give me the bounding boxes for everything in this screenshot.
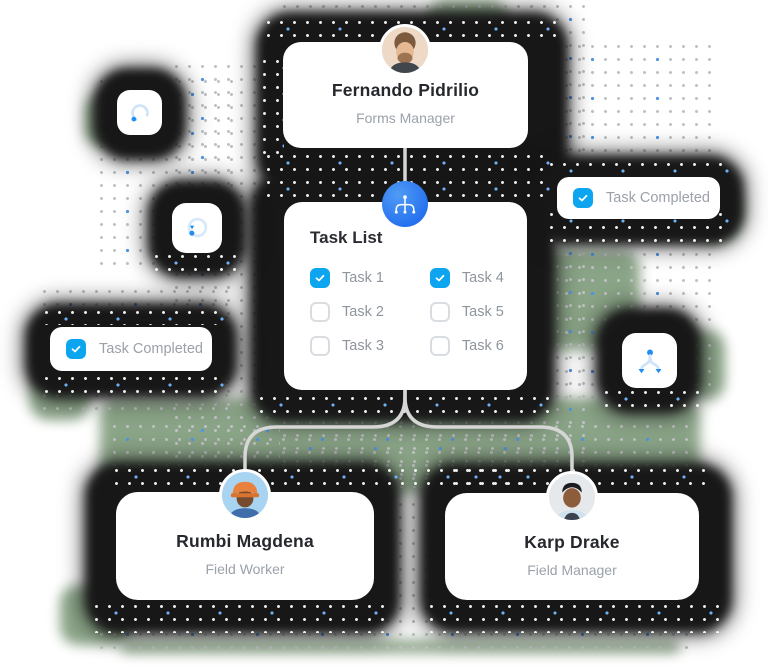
task-row: Task 2 bbox=[310, 302, 384, 322]
halftone-dots bbox=[40, 306, 225, 325]
halftone-dots bbox=[40, 372, 225, 398]
task-checkbox[interactable] bbox=[310, 302, 330, 322]
badge-checkbox[interactable] bbox=[573, 188, 593, 208]
halftone-dots bbox=[425, 600, 725, 633]
task-row: Task 1 bbox=[310, 268, 384, 288]
halftone-dots bbox=[90, 600, 390, 633]
halftone-dots bbox=[545, 158, 730, 176]
card-task-list: Task List Task 1 Task 2 Task 3 Task bbox=[284, 202, 527, 390]
tile-sync-progress bbox=[172, 203, 222, 253]
sync-progress-icon bbox=[187, 217, 208, 238]
man-portrait-icon bbox=[382, 27, 428, 73]
task-row: Task 4 bbox=[429, 268, 504, 288]
task-grid: Task 1 Task 2 Task 3 Task 4 Task bbox=[310, 268, 527, 356]
hierarchy-node bbox=[382, 181, 428, 227]
task-completed-badge-left: Task Completed bbox=[50, 327, 212, 371]
halftone-dots bbox=[150, 250, 245, 278]
badge-label: Task Completed bbox=[99, 341, 203, 357]
task-checkbox[interactable] bbox=[429, 268, 450, 288]
halftone-dots bbox=[258, 55, 284, 155]
avatar-forms-manager bbox=[379, 24, 431, 76]
task-label: Task 5 bbox=[461, 304, 504, 320]
task-checkbox[interactable] bbox=[310, 336, 330, 356]
person-name: Fernando Pidrilio bbox=[331, 80, 480, 100]
tile-redo-arc bbox=[117, 90, 162, 135]
badge-checkbox[interactable] bbox=[66, 339, 86, 359]
person-role: Field Manager bbox=[527, 561, 617, 578]
redo-arc-icon bbox=[130, 103, 149, 122]
avatar-field-worker bbox=[219, 469, 271, 521]
branch-split-icon bbox=[638, 349, 661, 373]
checkmark-icon bbox=[315, 274, 325, 282]
badge-label: Task Completed bbox=[606, 190, 710, 206]
task-label: Task 2 bbox=[342, 304, 384, 320]
person-role: Forms Manager bbox=[356, 110, 455, 126]
task-row: Task 3 bbox=[310, 336, 384, 356]
person-name: Rumbi Magdena bbox=[176, 531, 314, 551]
person-name: Karp Drake bbox=[524, 531, 620, 552]
halftone-dots bbox=[600, 386, 700, 412]
checkmark-icon bbox=[71, 345, 81, 353]
task-checkbox[interactable] bbox=[310, 268, 330, 288]
manager-portrait-icon bbox=[549, 474, 595, 520]
checkmark-icon bbox=[578, 194, 588, 202]
avatar-field-manager bbox=[546, 471, 598, 523]
task-completed-badge-right: Task Completed bbox=[557, 177, 720, 219]
task-row: Task 5 bbox=[429, 302, 504, 322]
task-label: Task 3 bbox=[342, 338, 384, 354]
task-row: Task 6 bbox=[429, 336, 504, 356]
person-role: Field Worker bbox=[205, 561, 285, 577]
task-label: Task 4 bbox=[461, 270, 504, 286]
worker-portrait-icon bbox=[222, 472, 268, 518]
tile-branch-split bbox=[622, 333, 677, 388]
task-checkbox[interactable] bbox=[429, 336, 450, 356]
hierarchy-icon bbox=[394, 195, 416, 214]
task-label: Task 6 bbox=[461, 338, 504, 354]
task-label: Task 1 bbox=[342, 270, 384, 286]
checkmark-icon bbox=[435, 274, 445, 282]
task-checkbox[interactable] bbox=[429, 302, 450, 322]
task-list-title: Task List bbox=[310, 228, 383, 247]
